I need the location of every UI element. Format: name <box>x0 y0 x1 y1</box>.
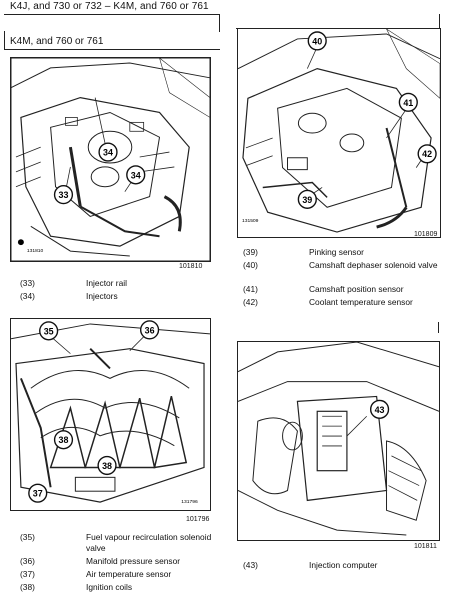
callout-41: 41 <box>398 92 418 112</box>
svg-text:34: 34 <box>103 148 113 158</box>
svg-text:40: 40 <box>312 36 322 46</box>
svg-text:43: 43 <box>375 405 385 415</box>
callout-39: 39 <box>297 189 317 209</box>
svg-text:42: 42 <box>422 149 432 159</box>
svg-text:38: 38 <box>102 461 112 471</box>
callout-36: 36 <box>139 320 160 340</box>
legend-fig1: (33) Injector rail (34) Injectors <box>20 278 127 301</box>
callout-40: 40 <box>307 31 327 51</box>
fig1-reference: 101810 <box>179 263 203 270</box>
callout-38b: 38 <box>97 455 117 476</box>
section-rule <box>4 49 220 50</box>
fig2-reference: 101809 <box>414 231 438 238</box>
figure-injector-rail: 34 34 33 131810 <box>10 57 211 262</box>
svg-text:34: 34 <box>131 170 141 180</box>
fig1-small-code: 131810 <box>27 248 44 254</box>
legend-item-40: (40) Camshaft dephaser solenoid valve <box>243 260 438 270</box>
header-corner-tick <box>219 14 220 32</box>
figure-sensors: 40 41 42 39 131509 <box>237 28 441 238</box>
figure-coils: 35 36 38 38 37 131796 <box>10 318 211 511</box>
fig3-small-code: 131796 <box>181 499 198 505</box>
fig4-reference: 101811 <box>414 543 437 550</box>
fig3-reference: 101796 <box>186 516 210 523</box>
callout-35: 35 <box>39 321 59 341</box>
callout-38a: 38 <box>53 430 74 450</box>
section-tick <box>4 31 5 49</box>
callout-37: 37 <box>28 483 48 503</box>
callout-42: 42 <box>417 144 437 164</box>
legend-fig2: (39) Pinking sensor (40) Camshaft dephas… <box>243 247 443 311</box>
header-rule <box>4 14 220 15</box>
section-label: K4M, and 760 or 761 <box>10 36 104 47</box>
engine-illustration-2: 40 41 42 39 131509 <box>238 29 440 233</box>
legend-fig4: (43) Injection computer <box>243 560 378 570</box>
engine-illustration-1: 34 34 33 131810 <box>11 58 210 261</box>
svg-text:37: 37 <box>33 489 43 499</box>
legend-item-35: (35) Fuel vapour recirculation solenoid … <box>20 532 212 553</box>
svg-text:33: 33 <box>59 190 69 200</box>
svg-text:35: 35 <box>44 326 54 336</box>
svg-text:36: 36 <box>145 325 155 335</box>
right-column-top-tick <box>439 14 440 28</box>
legend-fig3: (35) Fuel vapour recirculation solenoid … <box>20 532 220 596</box>
callout-43: 43 <box>369 399 390 419</box>
fig2-small-code: 131509 <box>242 218 259 224</box>
right-column-mid-tick <box>438 322 439 333</box>
callout-34a: 34 <box>98 142 118 162</box>
engine-illustration-4: 43 <box>238 342 439 536</box>
callout-34b: 34 <box>126 165 146 185</box>
page-header-title: K4J, and 730 or 732 – K4M, and 760 or 76… <box>10 1 209 12</box>
svg-text:39: 39 <box>302 195 312 205</box>
callout-33: 33 <box>53 185 74 205</box>
engine-illustration-3: 35 36 38 38 37 131796 <box>11 320 210 505</box>
figure-injection-computer: 43 <box>237 341 440 541</box>
svg-text:38: 38 <box>59 435 69 445</box>
svg-text:41: 41 <box>403 98 413 108</box>
